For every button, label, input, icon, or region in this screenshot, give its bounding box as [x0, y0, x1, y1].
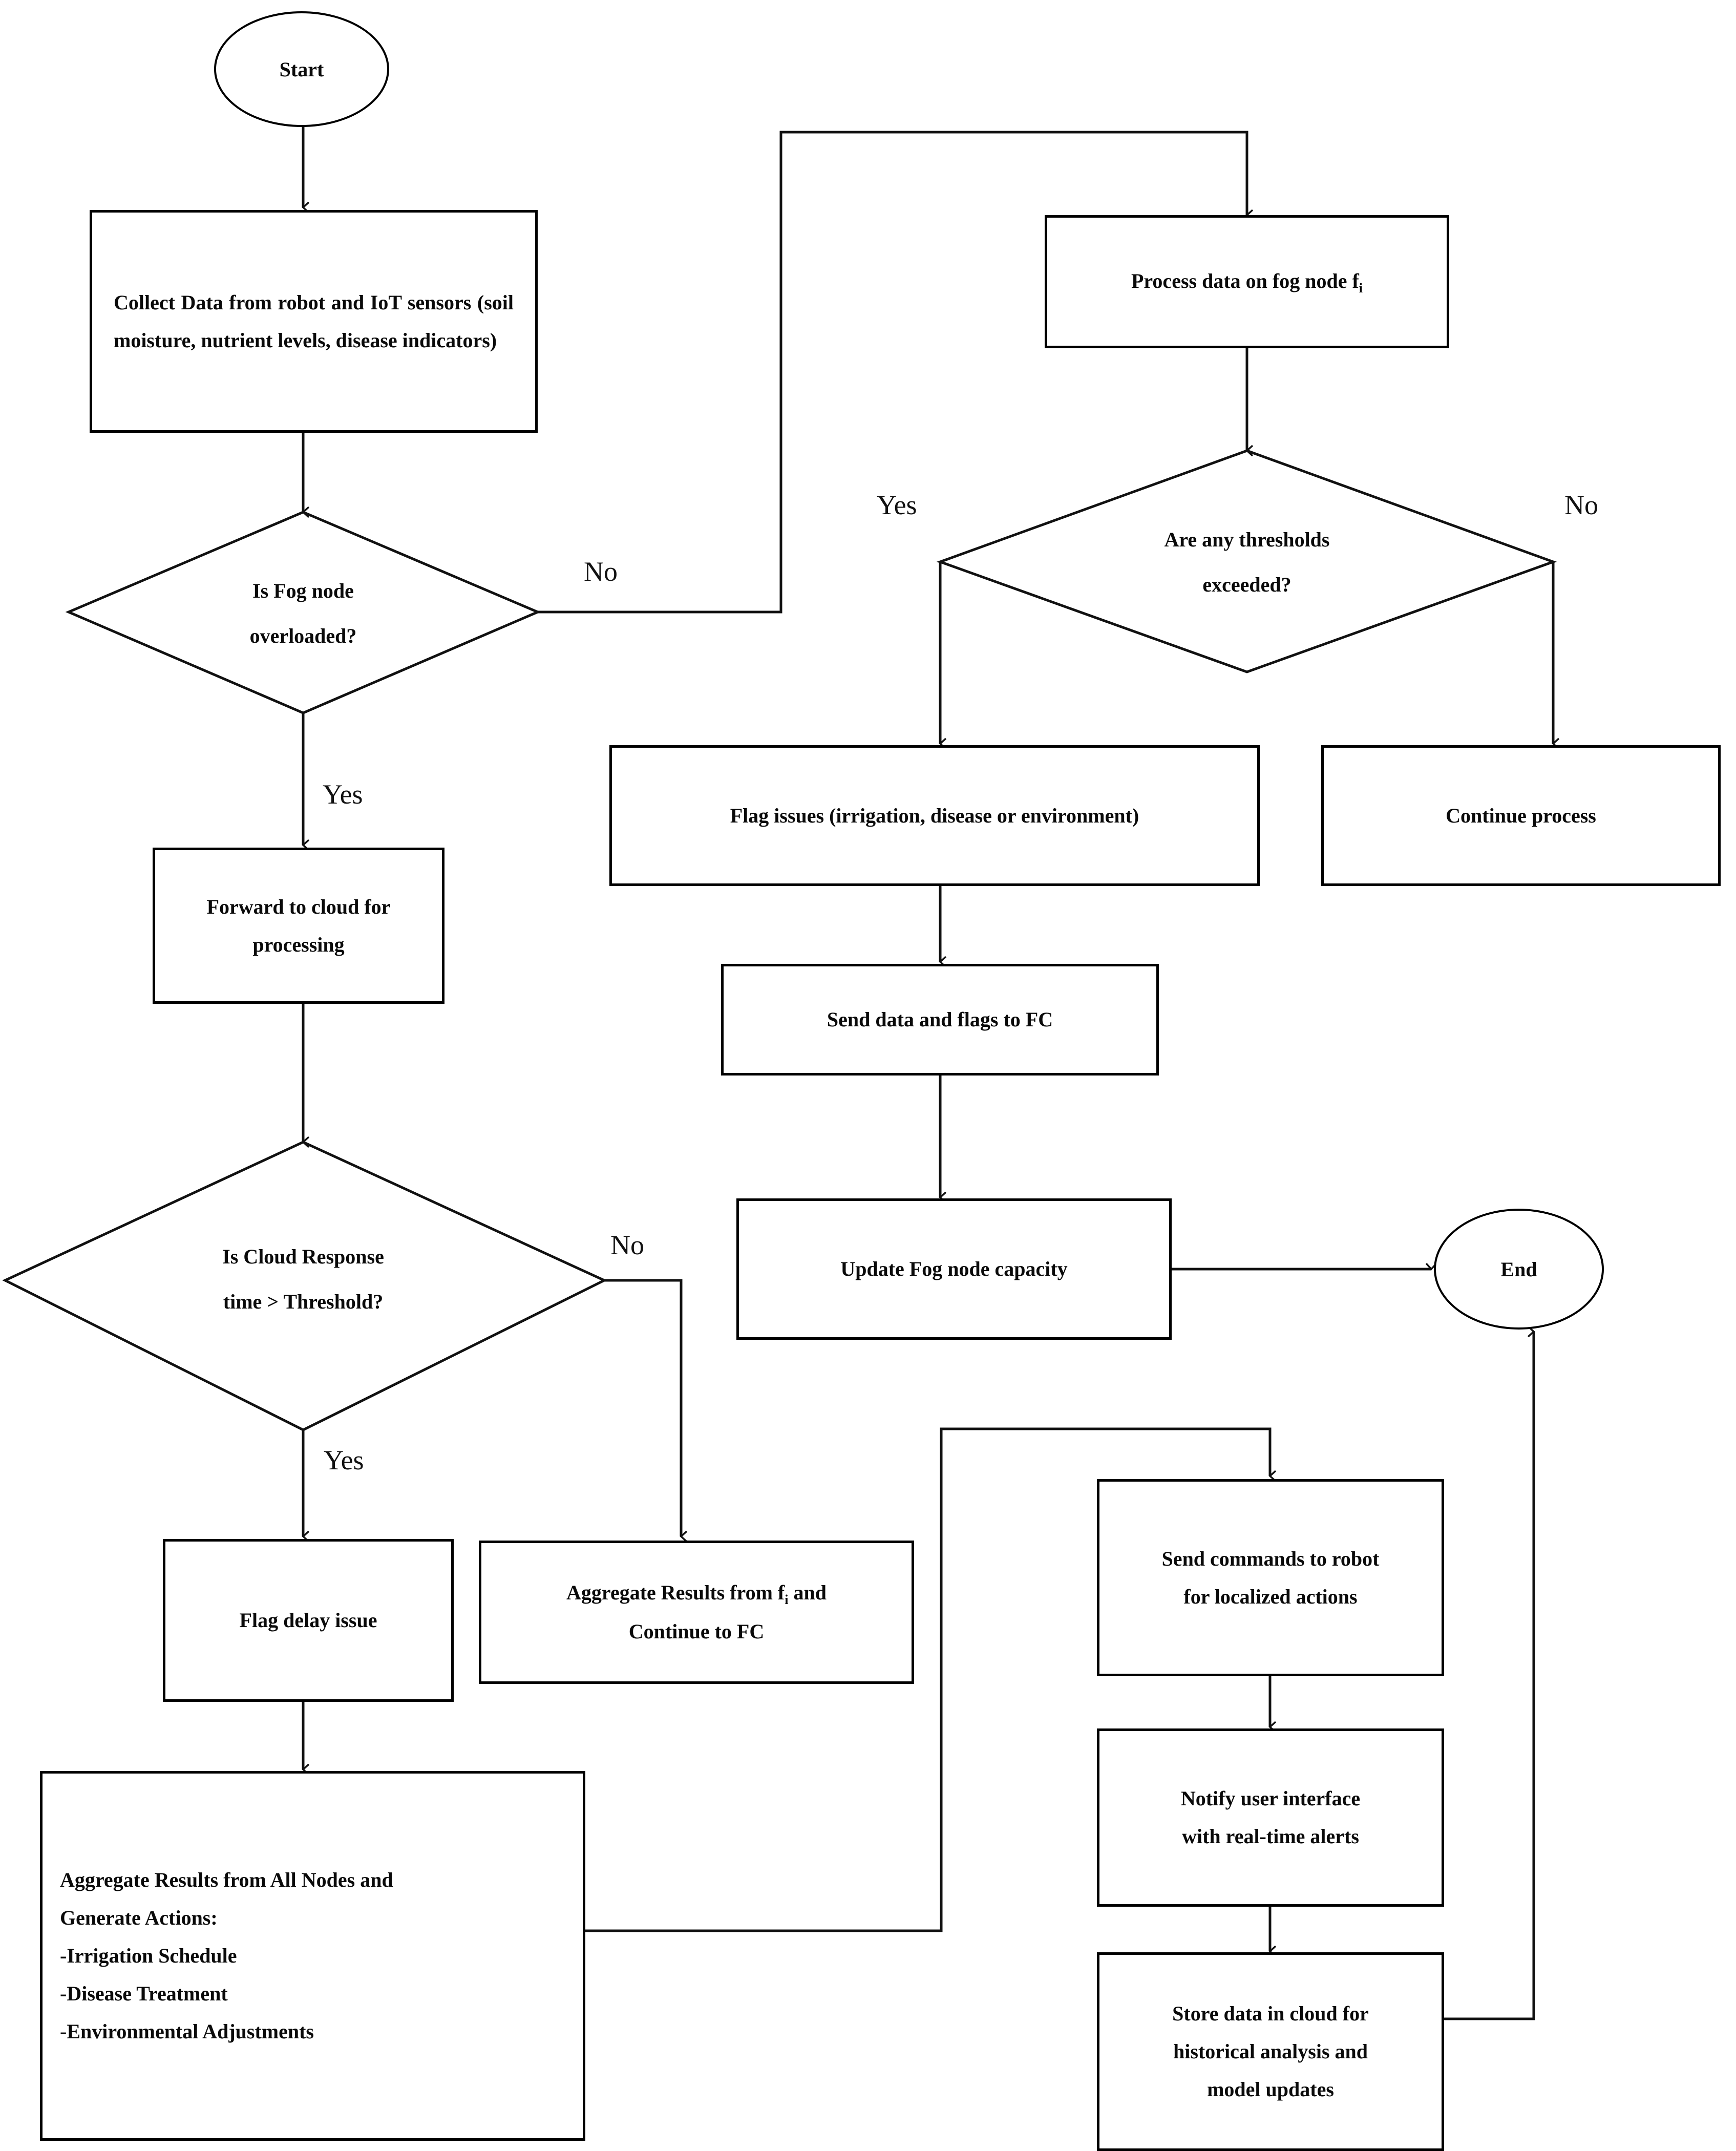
- node-end-label: End: [1500, 1257, 1537, 1281]
- edge-cloudresponse-no-to-aggregatefi: [604, 1279, 681, 1536]
- decision-thresholds-shape: [936, 449, 1557, 673]
- node-flag-issues[interactable]: Flag issues (irrigation, disease or envi…: [609, 745, 1260, 886]
- edge-label-fog-overloaded-no: No: [584, 556, 618, 587]
- node-flag-delay-issue[interactable]: Flag delay issue: [163, 1539, 454, 1702]
- node-process-data-fog-label: Process data on fog node fi: [1131, 269, 1363, 296]
- node-collect-data[interactable]: Collect Data from robot and IoT sensors …: [90, 210, 538, 433]
- node-process-data-fog[interactable]: Process data on fog node fi: [1045, 215, 1449, 348]
- node-collect-data-label: Collect Data from robot and IoT sensors …: [114, 290, 514, 352]
- node-flag-issues-label: Flag issues (irrigation, disease or envi…: [730, 804, 1139, 827]
- node-send-data-flags-label: Send data and flags to FC: [827, 1008, 1053, 1031]
- decision-cloud-response-shape: [2, 1141, 607, 1431]
- node-end[interactable]: End: [1434, 1209, 1604, 1330]
- node-start-label: Start: [279, 57, 324, 81]
- node-send-data-flags[interactable]: Send data and flags to FC: [721, 964, 1159, 1076]
- node-aggregate-all-nodes-line-1: Generate Actions:: [60, 1906, 218, 1929]
- edge-label-thresholds-no: No: [1564, 490, 1598, 520]
- node-aggregate-all-nodes-line-2: -Irrigation Schedule: [60, 1944, 237, 1967]
- decision-fog-overloaded-shape: [65, 511, 541, 714]
- edge-label-cloud-response-yes: Yes: [324, 1445, 364, 1475]
- node-aggregate-all-nodes-line-3: -Disease Treatment: [60, 1982, 228, 2005]
- edge-fognode-no-to-processfog: [538, 131, 1247, 614]
- node-aggregate-all-nodes-line-0: Aggregate Results from All Nodes and: [60, 1868, 393, 1891]
- edge-aggregateall-to-sendcommands: [584, 1427, 1270, 1932]
- edge-label-cloud-response-no: No: [610, 1230, 644, 1260]
- edge-label-fog-overloaded-yes: Yes: [323, 779, 363, 810]
- node-update-fog-capacity-label: Update Fog node capacity: [840, 1257, 1068, 1280]
- edge-label-thresholds-yes: Yes: [877, 490, 917, 520]
- node-continue-process-label: Continue process: [1446, 804, 1596, 827]
- edge-storedata-to-end: [1440, 1332, 1534, 2020]
- node-aggregate-all-nodes-line-4: -Environmental Adjustments: [60, 2020, 314, 2043]
- node-continue-process[interactable]: Continue process: [1321, 745, 1721, 886]
- node-flag-delay-issue-label: Flag delay issue: [239, 1609, 377, 1632]
- node-start[interactable]: Start: [214, 11, 389, 127]
- node-update-fog-capacity[interactable]: Update Fog node capacity: [736, 1198, 1172, 1340]
